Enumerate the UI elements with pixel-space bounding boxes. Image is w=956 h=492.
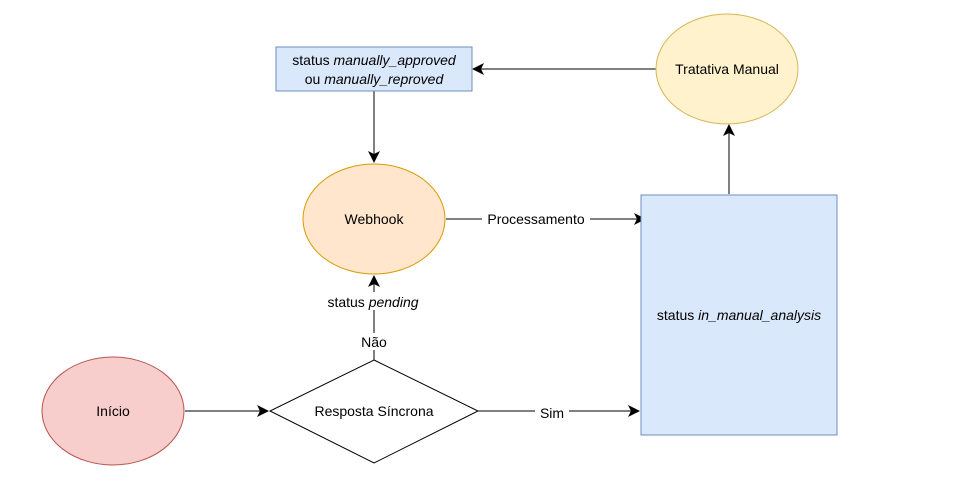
edge-processamento: Processamento: [446, 210, 646, 228]
node-manual-analysis-label: status in_manual_analysis: [657, 307, 821, 323]
node-resposta-sincrona: Resposta Síncrona: [268, 359, 480, 464]
node-manual-status-line2: ou manually_reproved: [305, 71, 445, 87]
edge-sim: Sim: [478, 403, 640, 421]
node-resposta-label: Resposta Síncrona: [314, 403, 433, 419]
edge-label-processamento: Processamento: [487, 211, 584, 227]
node-tratativa-manual: Tratativa Manual: [655, 13, 799, 125]
node-webhook-label: Webhook: [345, 211, 405, 227]
node-manual-status-line1: status manually_approved: [292, 52, 457, 68]
node-manual-analysis: status in_manual_analysis: [640, 194, 838, 436]
edge-label-sim: Sim: [540, 405, 564, 421]
node-tratativa-label: Tratativa Manual: [675, 61, 779, 77]
node-manual-status: status manually_approved ou manually_rep…: [275, 46, 473, 92]
node-webhook: Webhook: [302, 163, 446, 275]
node-inicio: Início: [41, 356, 185, 466]
edge-label-pending: status pending: [327, 294, 418, 310]
node-inicio-label: Início: [96, 403, 130, 419]
edge-nao-pending: Não status pending: [318, 275, 430, 360]
edge-label-nao: Não: [361, 334, 387, 350]
